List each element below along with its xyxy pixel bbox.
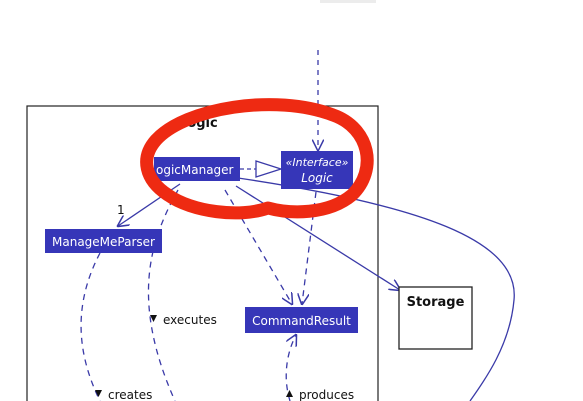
class-command-result: CommandResult — [245, 307, 358, 333]
executes-label: executes — [163, 313, 217, 327]
class-parser: ManageMeParser — [45, 229, 162, 253]
executes-direction-icon — [150, 315, 157, 322]
produces-direction-icon — [286, 390, 293, 397]
parser-label: ManageMeParser — [52, 235, 155, 249]
interface-name: Logic — [301, 171, 333, 185]
storage-package: Storage — [398, 286, 473, 350]
realization-triangle — [255, 160, 284, 178]
interface-dependency-edge — [302, 191, 317, 304]
interface-stereotype: «Interface» — [286, 156, 349, 169]
class-logic-manager: ogicManager — [154, 157, 240, 181]
creates-edge — [80, 252, 101, 401]
produces-edge — [285, 335, 296, 401]
creates-direction-icon — [95, 390, 102, 397]
long-curve-edge — [237, 177, 515, 401]
highlight-circle — [140, 98, 374, 220]
creates-label: creates — [108, 388, 152, 401]
association-edge-storage — [235, 185, 400, 290]
executes-edge — [147, 189, 179, 401]
multiplicity-label: 1 — [117, 203, 125, 217]
top-edge-fragment — [320, 0, 376, 3]
class-logic-interface: «Interface» Logic — [281, 151, 353, 189]
logic-manager-label: ogicManager — [156, 163, 234, 177]
logic-package-frame — [26, 105, 379, 401]
produces-label: produces — [299, 388, 354, 401]
command-result-label: CommandResult — [252, 314, 351, 328]
storage-label: Storage — [407, 295, 465, 310]
